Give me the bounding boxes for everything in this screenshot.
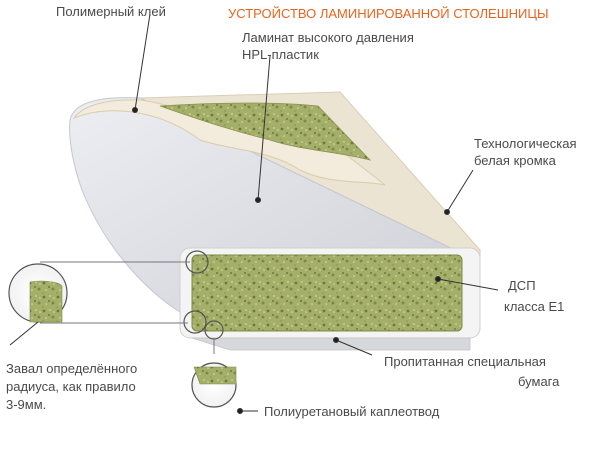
leader-glue-dot (132, 107, 138, 113)
leader-glue (134, 13, 151, 111)
label-laminate-line1: Ламинат высокого давления (242, 30, 414, 45)
leader-laminate-dot (255, 197, 261, 203)
leader-drip-dot (237, 408, 243, 414)
label-chipboard-line1: ДСП (508, 278, 536, 293)
chipboard-section (191, 254, 463, 332)
leader-paper-dot (333, 337, 339, 343)
label-laminate-line2: HPL-пластик (242, 47, 319, 62)
chipboard-top-corner (159, 102, 372, 161)
leader-laminate (257, 55, 271, 201)
label-edge-line2: белая кромка (474, 153, 557, 168)
leader-edge (446, 169, 474, 213)
leader-chipboard (437, 278, 499, 291)
label-radius-line3: 3-9мм. (6, 397, 46, 412)
cream-layer (72, 99, 386, 186)
leader-edge-dot (444, 209, 450, 215)
diagram-title: УСТРОЙСТВО ЛАМИНИРОВАННОЙ СТОЛЕШНИЦЫ (228, 6, 548, 21)
paper-strip (191, 337, 471, 351)
drip-lens (191, 339, 237, 408)
leader-radius (9, 321, 39, 346)
label-paper-line1: Пропитанная специальная (384, 354, 546, 369)
countertop-board (69, 91, 481, 351)
leader-lines (9, 13, 499, 414)
label-radius-line2: радиуса, как правило (6, 379, 136, 394)
label-drip: Полиуретановый каплеотвод (264, 404, 440, 419)
label-chipboard-line2: класса Е1 (504, 299, 564, 314)
detail-circle-bottom (183, 310, 207, 334)
leader-chipboard-dot (435, 276, 441, 282)
radius-lens (8, 261, 190, 324)
label-paper-line2: бумага (518, 374, 560, 389)
label-radius-line1: Завал определённого (6, 361, 137, 376)
label-polymer-glue: Полимерный клей (56, 4, 166, 19)
leader-paper (335, 339, 373, 356)
label-edge-line1: Технологическая (474, 136, 577, 151)
